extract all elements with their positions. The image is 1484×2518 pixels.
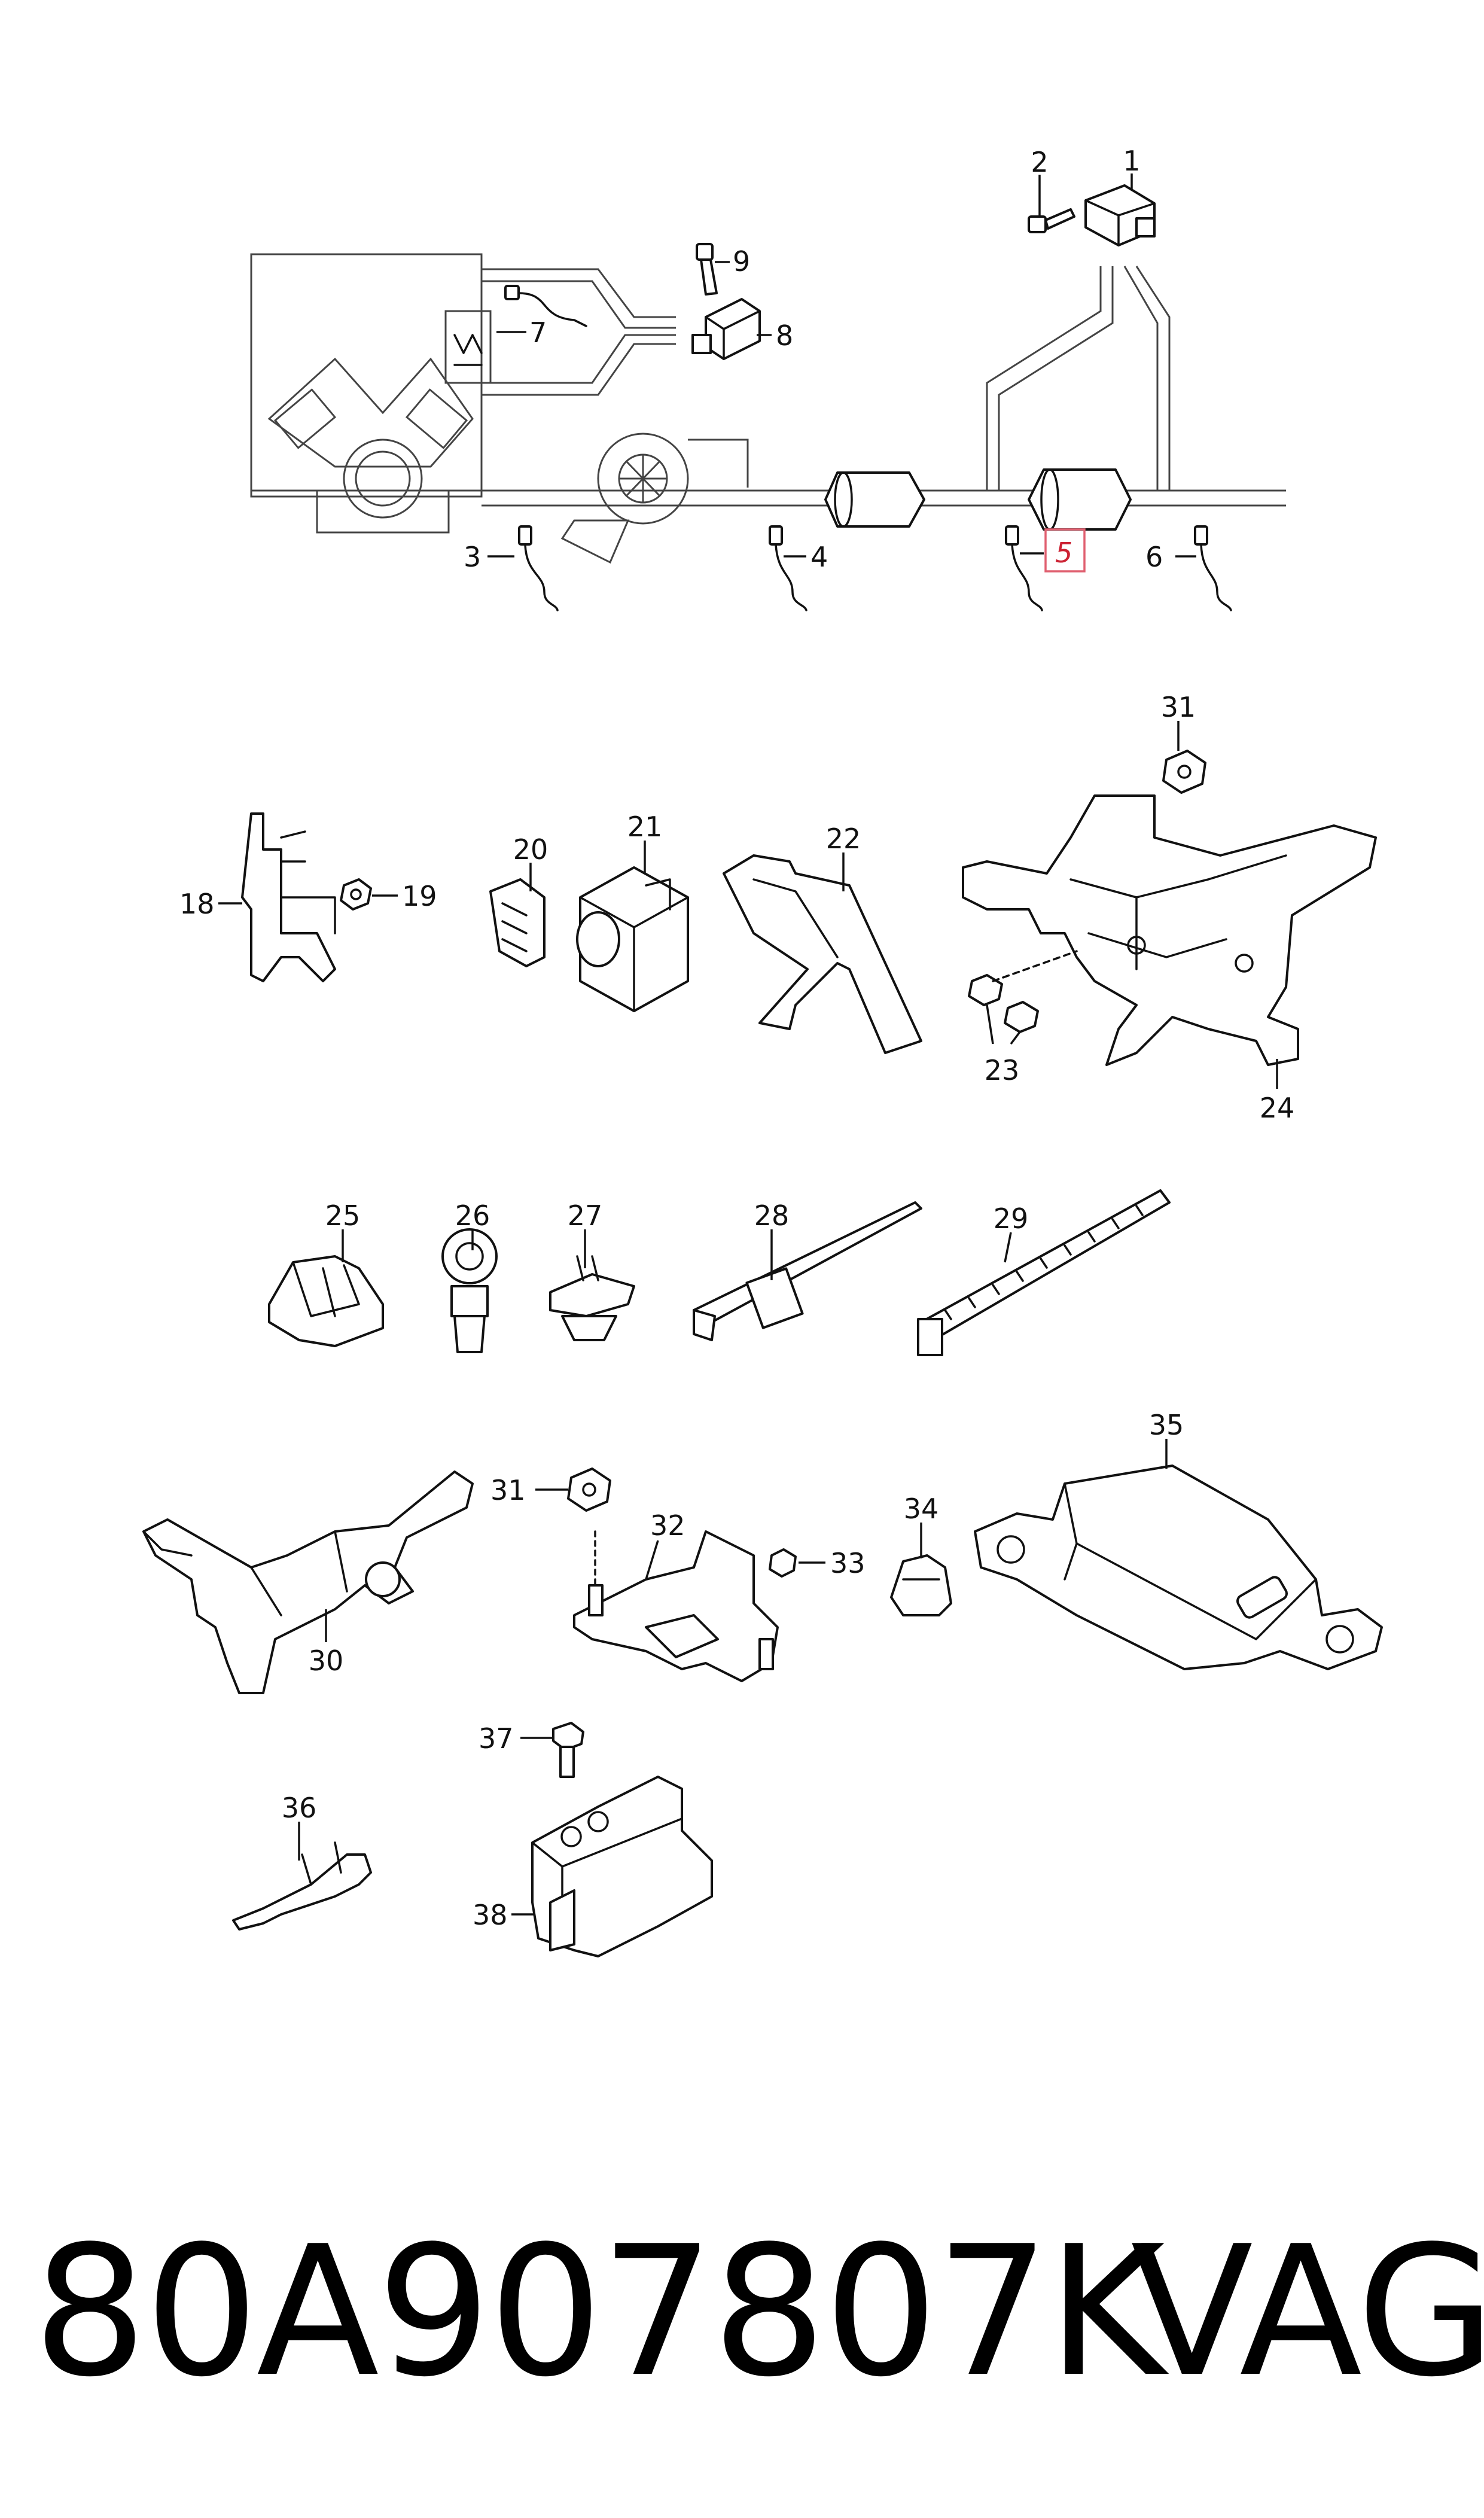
callout-5: 5 (1055, 537, 1072, 569)
control-unit-35-icon (974, 1464, 1383, 1670)
turbocharger-icon (560, 433, 749, 564)
heater-box (444, 310, 492, 384)
callout-35: 35 (1149, 1409, 1184, 1441)
nut-19-icon (340, 878, 372, 911)
cable-tie-28-icon (693, 1201, 922, 1341)
temp-sensor-4-icon (769, 525, 807, 611)
clip-27-icon (549, 1255, 635, 1341)
exhaust-schematic (250, 184, 1286, 611)
temp-sensor-3-icon (518, 525, 559, 611)
part-number: 80A907807K (33, 2208, 1165, 2416)
highlight-box-5 (1044, 528, 1086, 573)
callout-18: 18 (179, 888, 215, 920)
callout-4: 4 (810, 541, 828, 573)
bolt-2-icon (1028, 208, 1075, 233)
nuts-23-icon (968, 950, 1078, 1033)
callout-32: 32 (650, 1509, 685, 1542)
callout-2: 2 (1031, 146, 1048, 178)
callout-31-top: 31 (1161, 691, 1196, 723)
clip-25-icon (268, 1255, 384, 1347)
cable-tie-29-icon (917, 1189, 1171, 1356)
callout-19: 19 (402, 880, 437, 912)
callout-34: 34 (904, 1493, 939, 1525)
bracket-24-icon (962, 794, 1377, 1066)
control-unit-38-icon (531, 1776, 713, 1957)
callout-33: 33 (830, 1547, 866, 1579)
callout-27: 27 (568, 1199, 603, 1232)
clip-34-icon (890, 1554, 952, 1616)
callout-8: 8 (776, 319, 793, 352)
callout-30: 30 (309, 1645, 344, 1677)
nut-33-icon (769, 1548, 797, 1578)
bracket-22-icon (723, 854, 922, 1054)
pressure-sensor-8 (691, 298, 761, 360)
callout-3: 3 (464, 541, 481, 573)
bolt-37-icon (552, 1722, 584, 1778)
callout-31-lower: 31 (490, 1474, 526, 1506)
callout-9: 9 (733, 245, 750, 278)
temp-sensor-7-icon (504, 285, 587, 327)
callout-25: 25 (325, 1199, 361, 1232)
callout-labels: 1 2 9 7 8 3 4 5 6 18 19 20 21 22 31 23 2… (179, 145, 1294, 1931)
particulate-filter (1028, 468, 1132, 531)
callout-38: 38 (473, 1899, 508, 1931)
callout-29: 29 (994, 1202, 1029, 1235)
nut-31b-icon (567, 1467, 611, 1512)
callout-21: 21 (627, 811, 663, 843)
callout-20: 20 (513, 833, 548, 866)
pressure-sensor-1 (1084, 184, 1156, 246)
engine-outline (250, 253, 483, 498)
brand-label: VAG (1130, 2208, 1484, 2416)
callout-23: 23 (985, 1054, 1020, 1086)
engine-icon (267, 357, 474, 534)
clip-26-icon (441, 1228, 498, 1353)
nut-31a-icon (1162, 750, 1206, 794)
bracket-36-icon (232, 1841, 372, 1931)
clip-20-icon (489, 878, 546, 967)
temp-sensor-5-icon (1005, 525, 1043, 611)
callout-24: 24 (1260, 1092, 1295, 1124)
callout-36: 36 (282, 1792, 317, 1824)
bracket-30-icon (142, 1470, 474, 1694)
callout-1: 1 (1123, 145, 1140, 177)
leader-lines (218, 173, 1278, 1916)
callout-22: 22 (826, 823, 861, 855)
callout-6: 6 (1145, 541, 1163, 573)
bracket-32-icon (573, 1530, 779, 1682)
callout-37: 37 (479, 1722, 514, 1755)
catalytic-converter-1 (824, 471, 925, 528)
bolt-9-icon (696, 243, 718, 296)
bracket-18-icon (241, 812, 336, 982)
callout-26: 26 (455, 1199, 490, 1232)
callout-7: 7 (529, 316, 547, 349)
control-unit-21-icon (576, 866, 689, 1012)
callout-28: 28 (754, 1199, 790, 1232)
temp-sensor-6-icon (1194, 525, 1232, 611)
